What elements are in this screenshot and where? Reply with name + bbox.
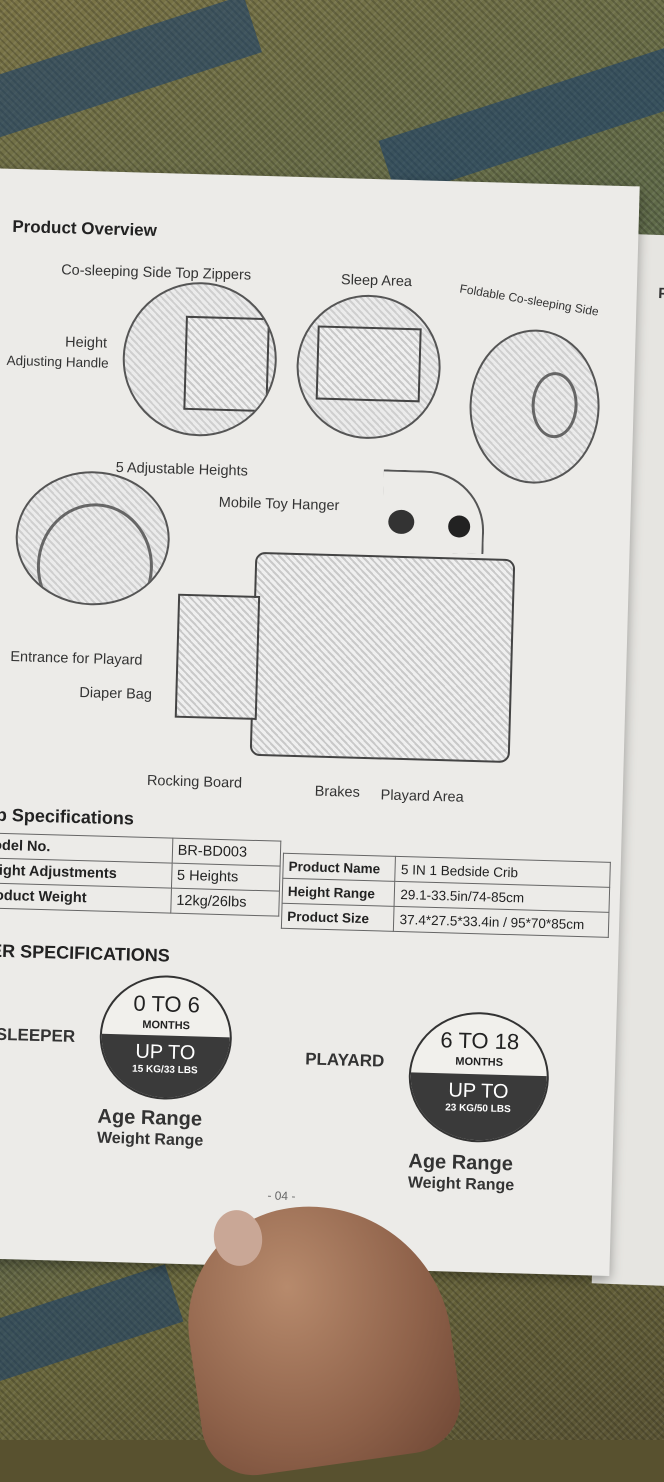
crib-specs-title: rib Specifications bbox=[0, 804, 134, 829]
manual-page: Product Overview Co-sleeping Side Top Zi… bbox=[0, 168, 640, 1276]
label-adjustable-heights: 5 Adjustable Heights bbox=[115, 460, 248, 480]
label-rocking-board: Rocking Board bbox=[147, 773, 243, 792]
sleeper-age: 0 TO 6 bbox=[102, 990, 231, 1020]
spec-value: 12kg/26lbs bbox=[170, 888, 279, 916]
playard-weight-band: UP TO 23 KG/50 LBS bbox=[409, 1072, 547, 1142]
label-toy-hanger: Mobile Toy Hanger bbox=[219, 495, 340, 514]
entrance-arch-illustration bbox=[35, 502, 154, 608]
spec-value: 5 Heights bbox=[171, 863, 280, 891]
spec-value: BR-BD003 bbox=[172, 838, 281, 866]
sleeper-badge: 0 TO 6 MONTHS UP TO 15 KG/33 LBS bbox=[98, 974, 233, 1102]
page-number: - 04 - bbox=[267, 1188, 295, 1203]
label-brakes: Brakes bbox=[314, 784, 360, 801]
sleep-area-illustration bbox=[316, 325, 422, 402]
spec-key: Height Range bbox=[282, 878, 395, 906]
label-height-handle: Height bbox=[65, 334, 107, 351]
sleeper-caption-weight: Weight Range bbox=[97, 1130, 204, 1151]
label-entrance-playard: Entrance for Playard bbox=[10, 649, 143, 669]
label-top-zippers: Co-sleeping Side Top Zippers bbox=[61, 262, 251, 283]
foldable-side-circle bbox=[467, 328, 601, 486]
spec-key: Product Name bbox=[283, 853, 396, 881]
user-specs-title: SER SPECIFICATIONS bbox=[0, 940, 170, 966]
sleep-area-circle bbox=[295, 293, 443, 441]
sleeper-age-unit: MONTHS bbox=[102, 1018, 230, 1034]
sleeper-caption-age: Age Range bbox=[97, 1106, 202, 1132]
zipper-detail-circle bbox=[121, 280, 279, 438]
label-diaper-bag: Diaper Bag bbox=[79, 685, 152, 703]
label-height-handle-2: Adjusting Handle bbox=[6, 353, 108, 371]
entrance-detail-circle bbox=[14, 469, 172, 607]
sleeper-weight-value: 15 KG/33 LBS bbox=[101, 1063, 229, 1078]
diaper-bag-illustration bbox=[175, 594, 260, 720]
spec-key: Product Weight bbox=[0, 883, 171, 913]
playard-age: 6 TO 18 bbox=[411, 1026, 548, 1056]
label-playard-area: Playard Area bbox=[380, 787, 463, 805]
spec-value: 37.4*27.5*33.4in / 95*70*85cm bbox=[394, 906, 609, 937]
playard-age-unit: MONTHS bbox=[411, 1054, 547, 1070]
crib-detail-illustration bbox=[183, 316, 270, 412]
hinge-illustration bbox=[531, 372, 579, 439]
playard-label: PLAYARD bbox=[305, 1049, 385, 1071]
spec-key: Product Size bbox=[281, 903, 394, 931]
playard-caption-age: Age Range bbox=[408, 1150, 513, 1176]
playard-badge: 6 TO 18 MONTHS UP TO 23 KG/50 LBS bbox=[407, 1010, 551, 1144]
sleeper-label: SLEEPER bbox=[0, 1025, 75, 1047]
label-sleep-area: Sleep Area bbox=[341, 272, 412, 290]
overview-title: Product Overview bbox=[12, 217, 157, 241]
crib-main-illustration bbox=[250, 552, 516, 763]
sleeper-weight-band: UP TO 15 KG/33 LBS bbox=[100, 1034, 230, 1100]
next-page-title: Pa bbox=[658, 285, 664, 303]
playard-caption-weight: Weight Range bbox=[408, 1174, 515, 1195]
label-foldable-side: Foldable Co-sleeping Side bbox=[459, 281, 600, 318]
